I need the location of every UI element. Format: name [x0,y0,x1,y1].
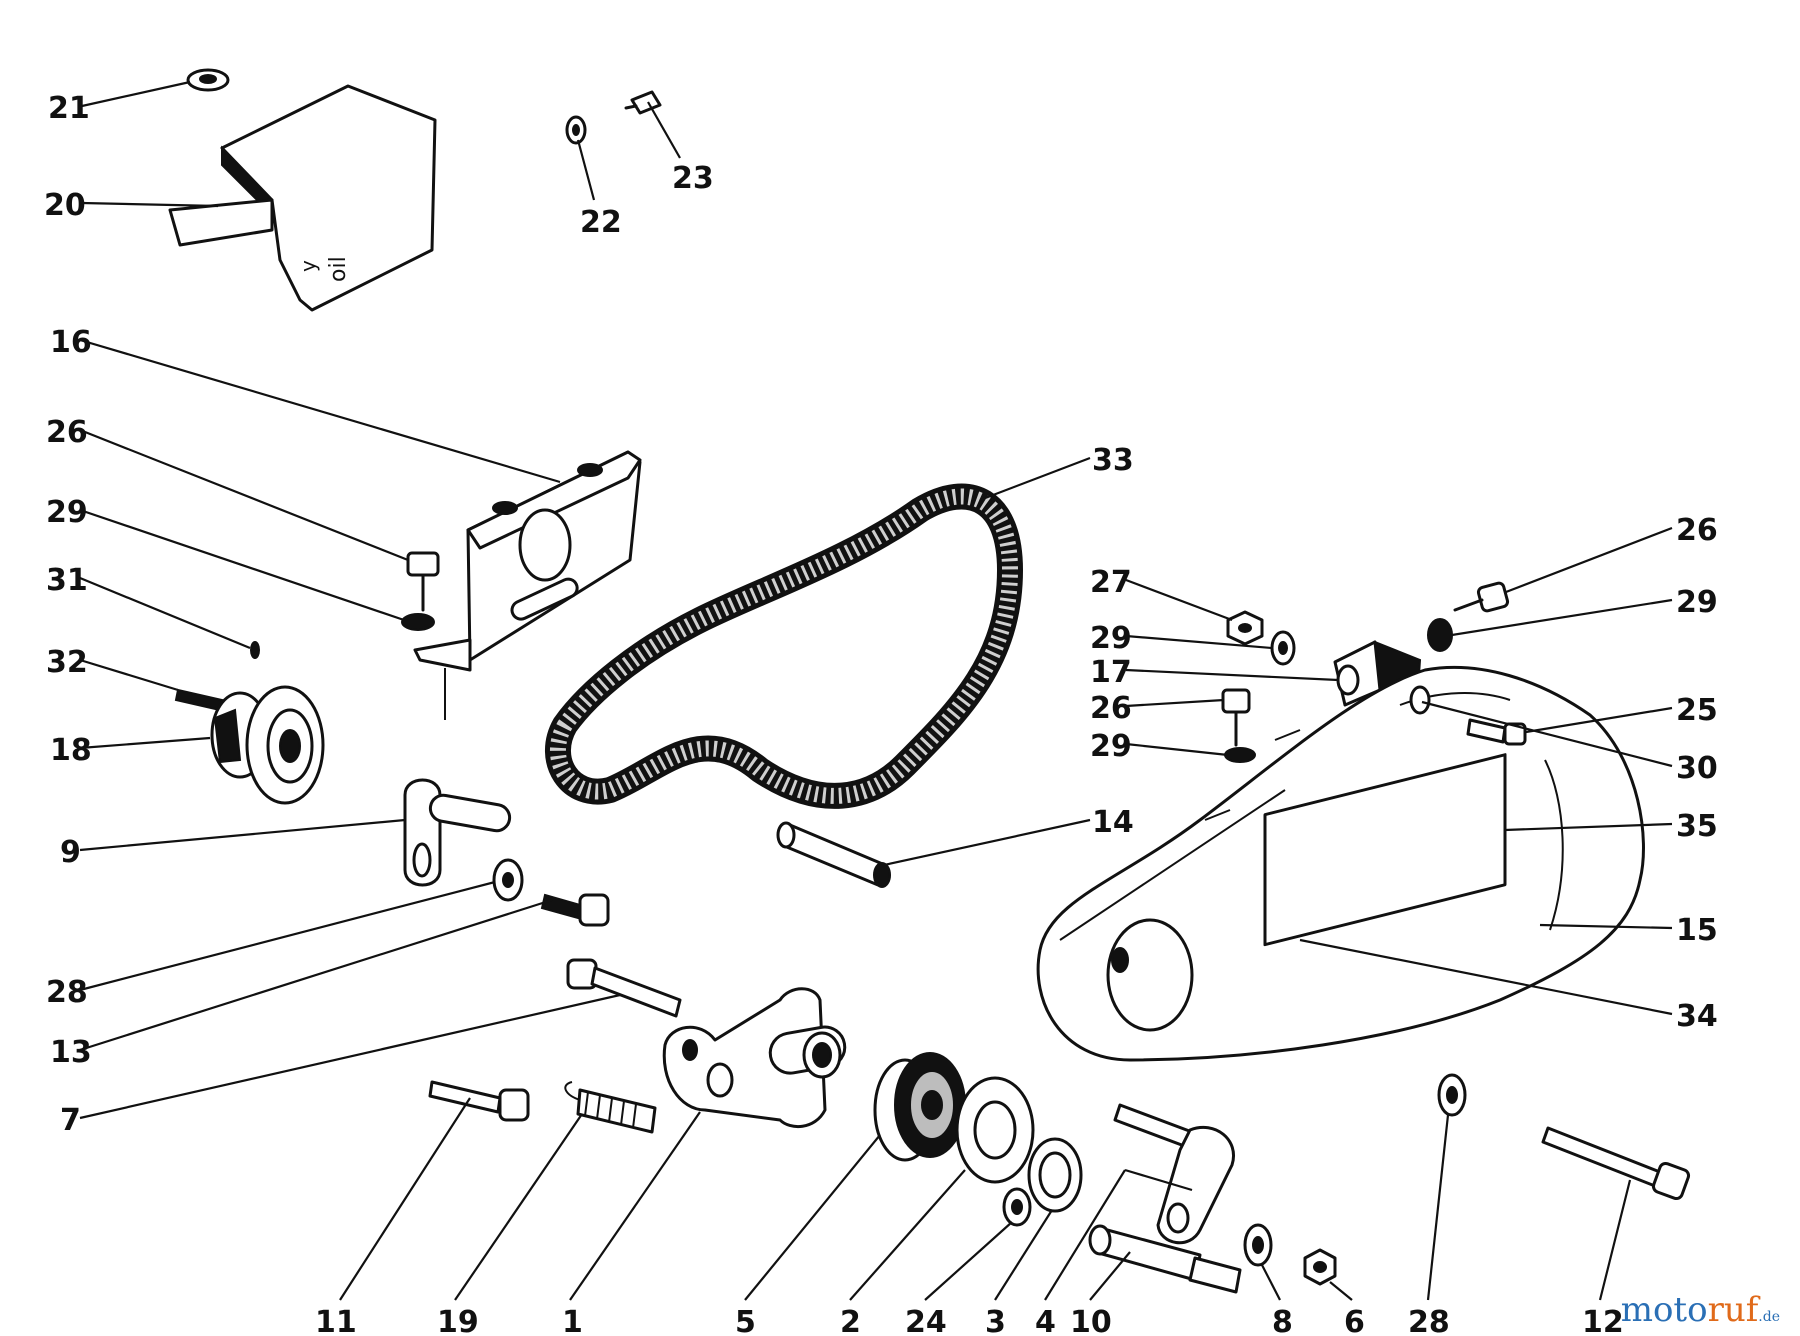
part-bolt-25 [1466,718,1527,746]
callout-32: 32 [46,645,88,680]
callout-28a: 28 [46,975,88,1010]
callout-35: 35 [1676,809,1718,844]
part-bolt-26-right [1453,581,1510,613]
callout-24: 24 [905,1305,947,1336]
part-vbelt-33 [545,483,1023,809]
part-spring-19 [564,1081,657,1134]
callout-5: 5 [735,1305,756,1336]
part-bolt-7 [566,958,682,1018]
callout-1: 1 [562,1305,583,1336]
part-washer-24 [1002,1187,1032,1227]
callout-21: 21 [48,91,90,126]
callout-26c: 26 [1676,513,1718,548]
callout-22: 22 [580,205,622,240]
part-link-9 [403,778,512,887]
part-washer-29-center [1270,630,1296,666]
part-washer-28-left [492,858,524,902]
callout-19: 19 [437,1305,479,1336]
part-spacer-14 [776,821,891,888]
watermark-logo: motoruf.de [1621,1290,1780,1330]
callout-labels: 21 20 22 23 16 26 29 31 32 18 9 28 13 7 … [44,91,1718,1336]
callout-30: 30 [1676,751,1718,786]
callout-33: 33 [1092,443,1134,478]
callout-13: 13 [50,1035,92,1070]
part-housing-15 [1036,666,1645,1062]
part-bolt-13 [540,893,610,927]
part-bolt-12 [1541,1126,1691,1201]
callout-27: 27 [1090,565,1132,600]
part-tension-arm-1 [662,987,847,1129]
part-washer-29-left [401,613,435,631]
callout-3: 3 [985,1305,1006,1336]
part-washer-21 [186,68,230,92]
part-nut-6 [1303,1248,1337,1286]
part-crank-4 [1113,1103,1235,1245]
callout-17: 17 [1090,655,1132,690]
part-pin-30 [1409,685,1431,715]
part-washer-29-lower [1224,747,1256,763]
callout-6: 6 [1344,1305,1365,1336]
callout-14: 14 [1092,805,1134,840]
part-bearing-5 [873,1052,966,1162]
part-pulley-18 [210,685,325,805]
callout-25: 25 [1676,693,1718,728]
part-key-32 [174,688,224,712]
part-pin-31 [250,641,260,659]
svg-text:y: y [296,260,320,272]
part-bolt-26-center [1221,688,1251,747]
callout-29a: 29 [46,495,88,530]
callout-20: 20 [44,188,86,223]
watermark-tld: .de [1758,1309,1780,1325]
part-bolt-26-left [406,551,440,612]
part-ring-3 [1027,1137,1083,1213]
part-bolt-11 [428,1080,530,1122]
callout-4: 4 [1035,1305,1056,1336]
part-nut-27 [1226,610,1264,646]
watermark-part2: ruf [1707,1290,1759,1330]
part-shaft-10 [1088,1224,1242,1294]
callout-9: 9 [60,835,81,870]
callout-12: 12 [1582,1305,1624,1336]
part-cover-20: y oil [168,84,437,312]
callout-10: 10 [1070,1305,1112,1336]
callout-18: 18 [50,733,92,768]
callout-29c: 29 [1090,729,1132,764]
callout-16: 16 [50,325,92,360]
svg-text:oil: oil [326,256,351,282]
callout-7: 7 [60,1103,81,1138]
callout-11: 11 [315,1305,357,1336]
callout-29d: 29 [1676,585,1718,620]
part-washer-2 [955,1076,1035,1184]
callout-23: 23 [672,161,714,196]
callout-34: 34 [1676,999,1718,1034]
part-washer-29-right [1427,618,1453,652]
part-washer-28-right [1437,1073,1467,1117]
part-washer-22 [565,115,587,145]
callout-28b: 28 [1408,1305,1450,1336]
callout-29b: 29 [1090,621,1132,656]
watermark-part1: moto [1620,1290,1708,1330]
part-washer-8 [1243,1223,1273,1267]
callout-26a: 26 [46,415,88,450]
callout-2: 2 [840,1305,861,1336]
callout-26b: 26 [1090,691,1132,726]
leader-lines [79,80,1673,1301]
part-bracket-16 [413,450,642,720]
callout-31: 31 [46,563,88,598]
callout-15: 15 [1676,913,1718,948]
callout-8: 8 [1272,1305,1293,1336]
part-bolt-23 [624,90,662,115]
